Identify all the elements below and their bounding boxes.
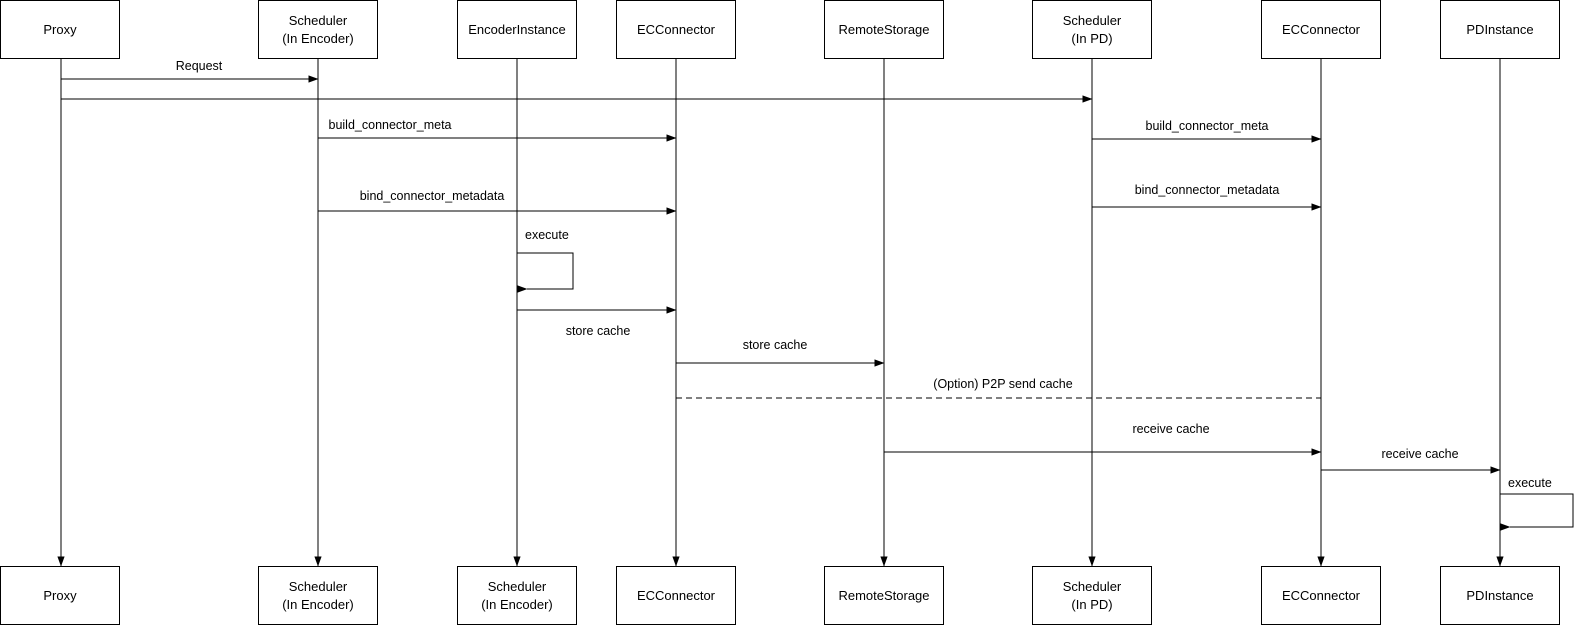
lifelines-group bbox=[57, 59, 1504, 567]
participant-box-scheduler-encoder[interactable]: Scheduler (In Encoder) bbox=[258, 0, 378, 59]
participant-box-remote-storage[interactable]: RemoteStorage bbox=[824, 0, 944, 59]
participant-box-bottom-proxy-b[interactable]: Proxy bbox=[0, 566, 120, 625]
participant-box-proxy[interactable]: Proxy bbox=[0, 0, 120, 59]
message-label-request: Request bbox=[175, 59, 223, 73]
message-label-receive-cache-pd: receive cache bbox=[1132, 422, 1210, 436]
participant-box-bottom-scheduler-encoder-b[interactable]: Scheduler (In Encoder) bbox=[258, 566, 378, 625]
self-message-execute-pd bbox=[1500, 493, 1574, 531]
participant-box-scheduler-pd[interactable]: Scheduler (In PD) bbox=[1032, 0, 1152, 59]
message-label-build-connector-meta-l: build_connector_meta bbox=[328, 118, 452, 132]
participant-box-bottom-pd-instance-b[interactable]: PDInstance bbox=[1440, 566, 1560, 625]
participant-box-bottom-scheduler-pd-b[interactable]: Scheduler (In PD) bbox=[1032, 566, 1152, 625]
message-label-store-cache-remote: store cache bbox=[742, 338, 808, 352]
self-message-label-execute-pd: execute bbox=[1508, 476, 1552, 490]
message-label-store-cache-enc: store cache bbox=[565, 324, 631, 338]
participant-box-bottom-ec-connector-enc-b[interactable]: ECConnector bbox=[616, 566, 736, 625]
participant-box-bottom-remote-storage-b[interactable]: RemoteStorage bbox=[824, 566, 944, 625]
participant-box-bottom-scheduler-encoder-b2[interactable]: Scheduler (In Encoder) bbox=[457, 566, 577, 625]
self-message-execute-encoder bbox=[517, 252, 574, 293]
participant-box-bottom-ec-connector-pd-b[interactable]: ECConnector bbox=[1261, 566, 1381, 625]
messages-group bbox=[61, 75, 1501, 474]
message-label-build-connector-meta-r: build_connector_meta bbox=[1145, 119, 1269, 133]
participant-box-ec-connector-enc[interactable]: ECConnector bbox=[616, 0, 736, 59]
message-label-bind-connector-meta-r: bind_connector_metadata bbox=[1134, 183, 1280, 197]
participant-box-encoder-instance[interactable]: EncoderInstance bbox=[457, 0, 577, 59]
message-label-bind-connector-meta-l: bind_connector_metadata bbox=[359, 189, 505, 203]
self-messages-group bbox=[517, 252, 1574, 531]
message-label-receive-cache-inst: receive cache bbox=[1381, 447, 1459, 461]
self-message-label-execute-encoder: execute bbox=[525, 228, 569, 242]
participant-box-ec-connector-pd[interactable]: ECConnector bbox=[1261, 0, 1381, 59]
message-label-p2p-send-cache: (Option) P2P send cache bbox=[933, 377, 1073, 391]
participant-box-pd-instance[interactable]: PDInstance bbox=[1440, 0, 1560, 59]
